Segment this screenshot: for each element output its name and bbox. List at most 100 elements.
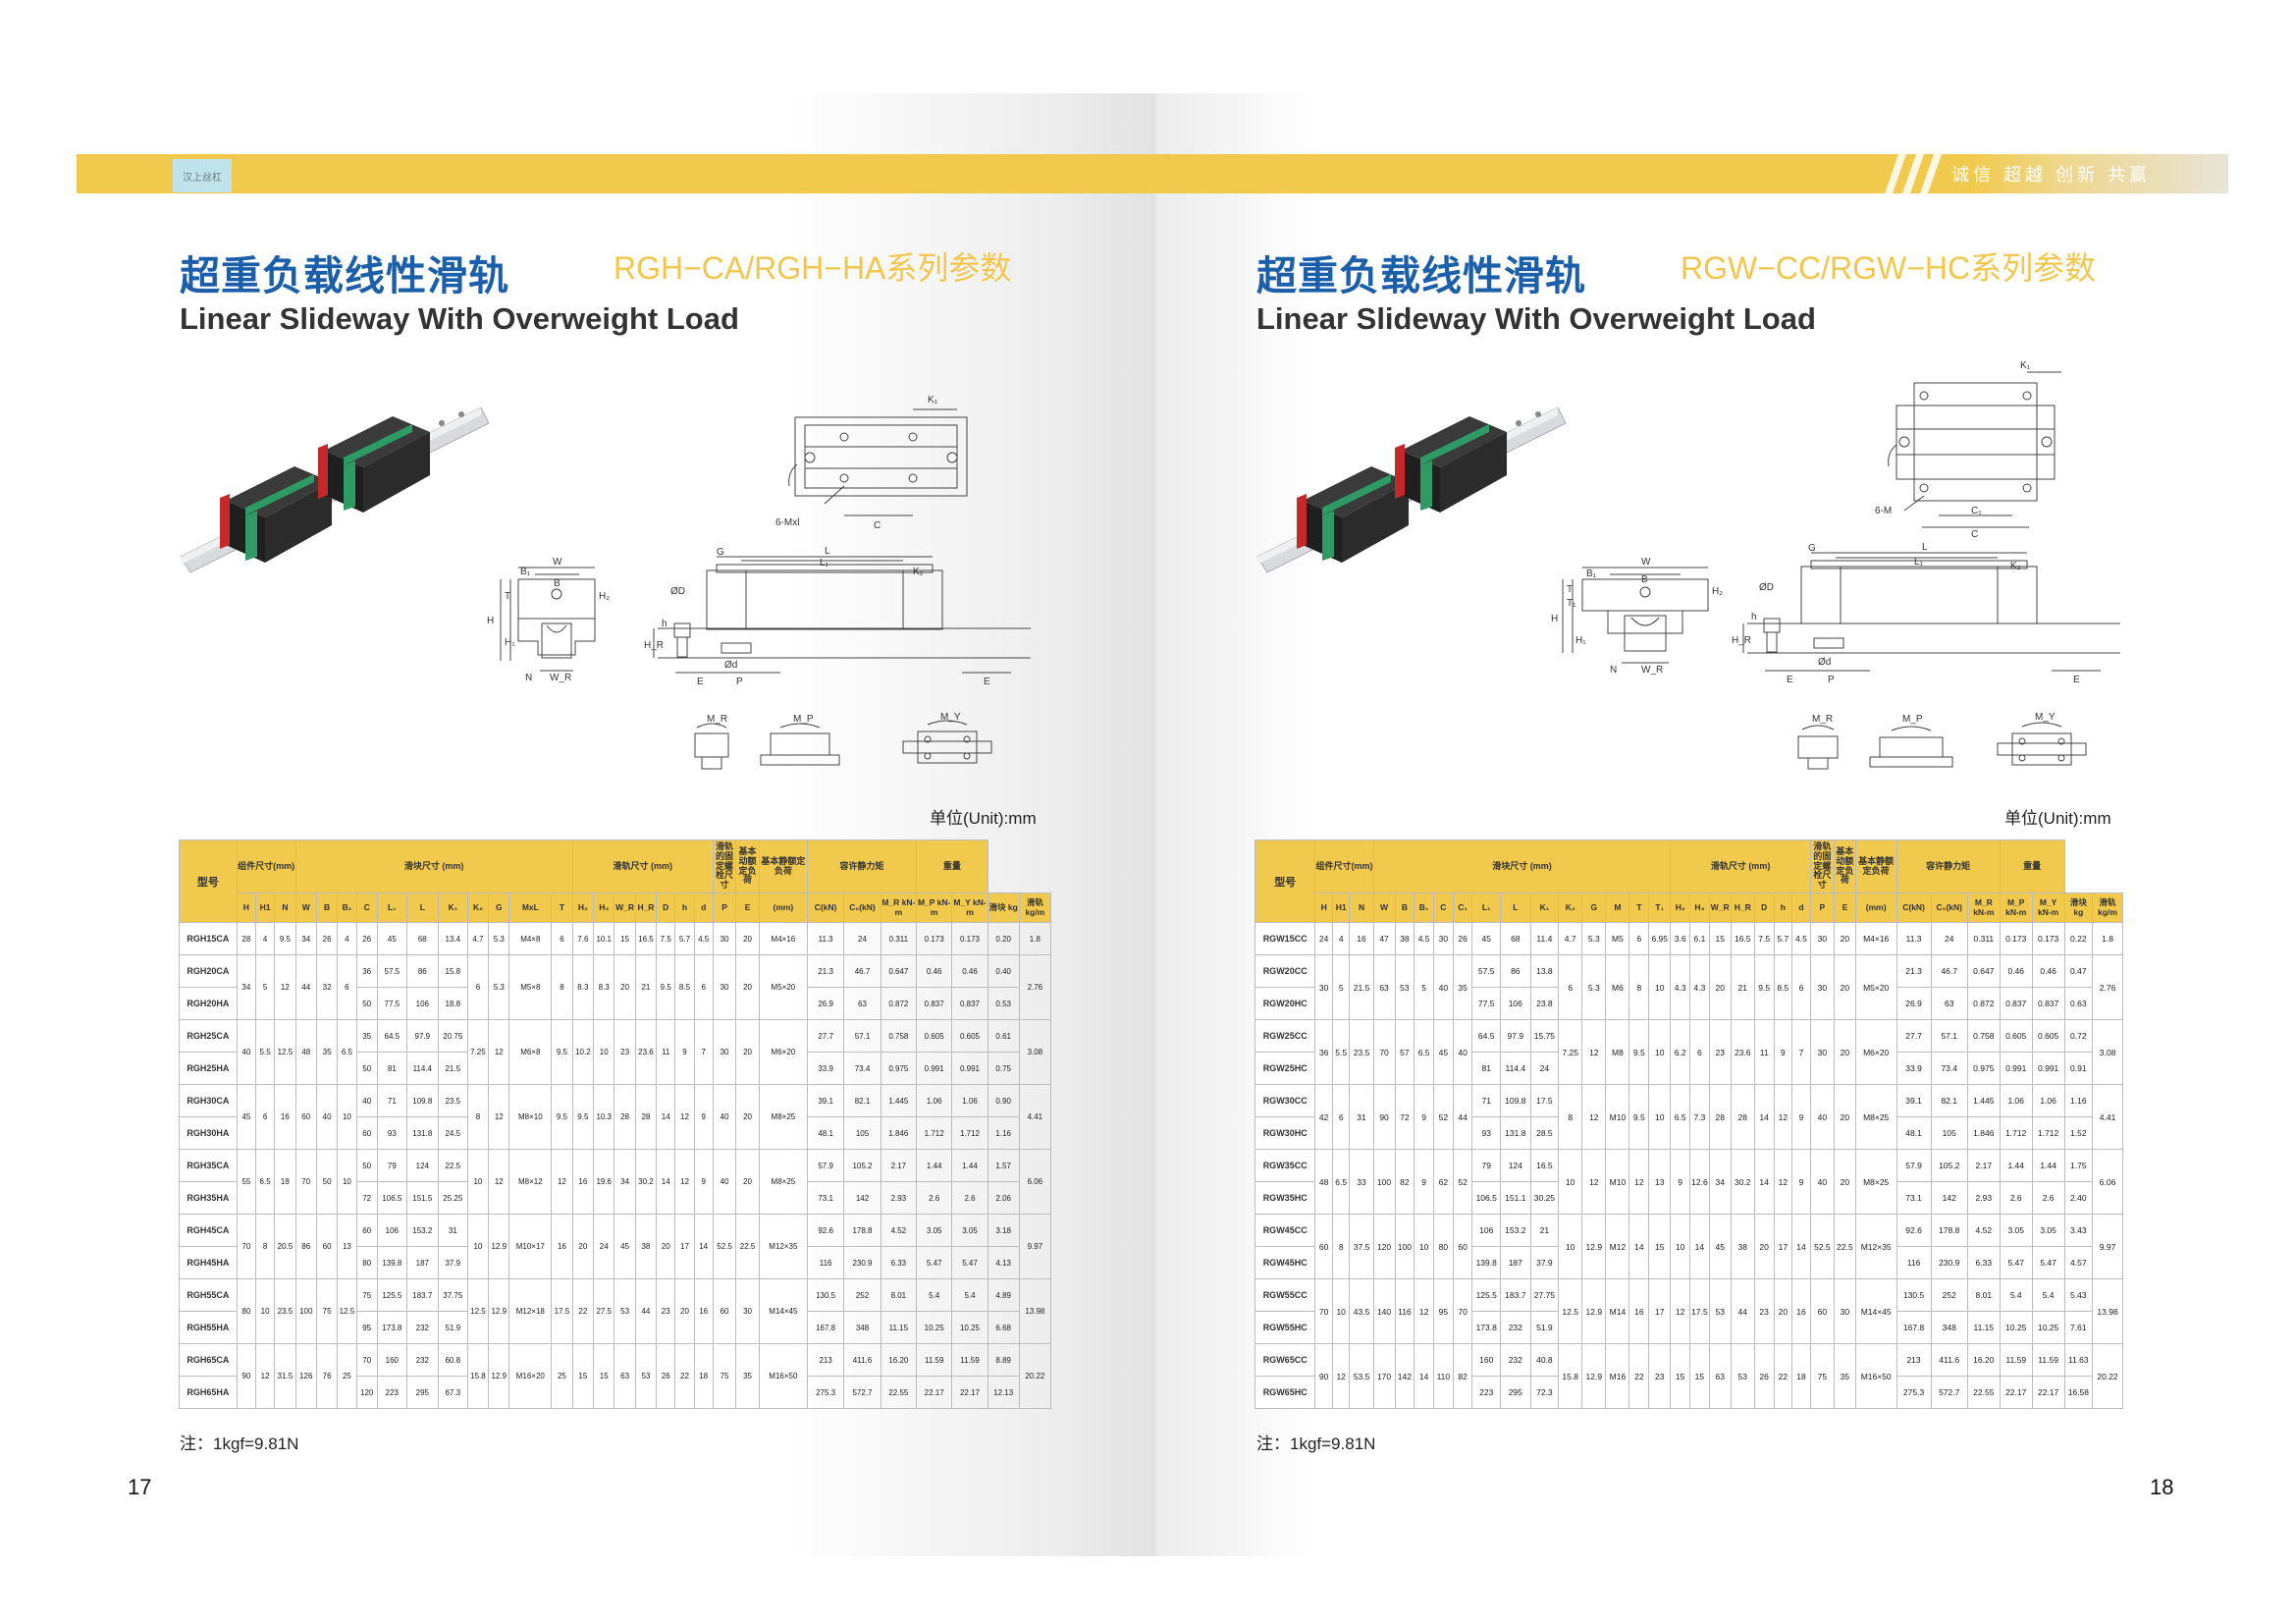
rail-size-header: 滑轨尺寸 (mm) [1670, 839, 1811, 893]
table-cell: M5 [1605, 922, 1630, 955]
table-cell: 100 [294, 1278, 317, 1344]
table-cell: 25.25 [437, 1181, 468, 1215]
table-cell: 57.5 [376, 954, 407, 988]
assembly-size-header: 组件尺寸(mm) [1314, 839, 1374, 893]
table-cell: 131.8 [405, 1116, 439, 1150]
table-cell: 82 [1394, 1149, 1415, 1215]
table-cell: 24 [1314, 922, 1333, 955]
table-cell: 1.06 [916, 1084, 953, 1117]
table-cell: 71 [1471, 1084, 1501, 1117]
right-label-wr: W_R [1641, 665, 1663, 676]
table-cell: 20 [735, 1019, 760, 1085]
table-cell: 18 [1791, 1343, 1811, 1409]
rail-bolt-header: 滑轨的固定螺栓尺寸 [712, 839, 737, 893]
table-cell: 9.5 [1753, 954, 1775, 1020]
table-cell: 12.5 [1558, 1278, 1583, 1344]
table-cell: 109.8 [1499, 1084, 1531, 1117]
model-cell: RGH30HA [179, 1116, 238, 1150]
table-cell: 5.4 [2031, 1278, 2065, 1312]
table-cell: 63 [614, 1343, 636, 1409]
table-cell: 32 [315, 954, 339, 1020]
table-cell: 4.7 [466, 922, 490, 955]
table-cell: 19.6 [593, 1149, 615, 1215]
table-cell: 23 [1753, 1278, 1775, 1344]
table-cell: 10 [466, 1214, 490, 1279]
weight-header: 重量 [1999, 839, 2065, 893]
column-header: G [488, 893, 510, 923]
left-label-hr: H_R [644, 640, 664, 651]
table-cell: 178.8 [1930, 1214, 1968, 1247]
table-cell: 173.8 [1471, 1311, 1501, 1344]
table-cell: 45 [236, 1084, 256, 1150]
table-cell: 1.8 [1018, 922, 1052, 955]
table-cell: 114.4 [1499, 1052, 1531, 1085]
table-cell: 23 [656, 1278, 676, 1344]
right-label-od-small: Ød [1818, 657, 1831, 668]
table-cell: 51.9 [1529, 1311, 1560, 1344]
table-cell: 23.5 [437, 1084, 468, 1117]
table-cell: 22.55 [1966, 1376, 2001, 1409]
table-cell: M10 [1605, 1149, 1630, 1215]
left-label-k2: K₂ [913, 567, 924, 577]
right-label-c: C [1971, 529, 1978, 540]
column-header: H₃ [593, 893, 615, 923]
table-cell: 20 [614, 954, 636, 1020]
table-cell: 0.173 [2031, 922, 2065, 955]
table-cell: 11.59 [2031, 1343, 2065, 1377]
table-cell: 46.7 [1930, 954, 1968, 988]
table-cell: 572.7 [843, 1376, 881, 1409]
table-cell: 10.25 [916, 1311, 953, 1344]
table-cell: 2.76 [2092, 954, 2123, 1020]
table-cell: 12.9 [1581, 1214, 1607, 1279]
table-cell: 9 [1670, 1149, 1691, 1215]
table-cell: 0.46 [1999, 954, 2033, 988]
left-label-l1: L₁ [820, 558, 829, 568]
column-header: B [1394, 893, 1415, 923]
table-cell: 2.6 [951, 1181, 988, 1215]
table-cell: 90 [236, 1343, 256, 1409]
table-cell: 22.55 [880, 1376, 918, 1409]
table-cell: 38 [634, 1214, 658, 1279]
table-cell: 140 [1372, 1278, 1396, 1344]
table-cell: 6.06 [2092, 1149, 2123, 1215]
table-cell: 20 [1773, 1278, 1793, 1344]
table-cell: 12 [488, 1019, 510, 1085]
table-cell: 3.05 [916, 1214, 953, 1247]
table-cell: 12.9 [1581, 1278, 1607, 1344]
table-cell: 11.63 [2063, 1343, 2094, 1377]
table-cell: 12 [674, 1084, 695, 1150]
table-cell: 37.5 [1349, 1214, 1374, 1279]
model-cell: RGW35CC [1254, 1149, 1316, 1182]
table-cell: 21.5 [437, 1052, 468, 1085]
table-cell: 1.712 [2031, 1116, 2065, 1150]
table-cell: 24 [1529, 1052, 1560, 1085]
table-cell: 15.75 [1529, 1019, 1560, 1053]
table-cell: 20 [1753, 1214, 1775, 1279]
left-label-g: G [717, 547, 724, 558]
table-cell: 142 [1394, 1343, 1415, 1409]
column-header: H₃ [1689, 893, 1710, 923]
table-cell: M16×20 [508, 1343, 553, 1409]
table-cell: 28 [1708, 1084, 1732, 1150]
table-cell: 13 [1648, 1149, 1672, 1215]
table-cell: 10 [1648, 1019, 1672, 1085]
table-cell: 34 [294, 922, 317, 955]
table-cell: 1.57 [987, 1149, 1020, 1182]
table-cell: 5.5 [1331, 1019, 1351, 1085]
table-cell: 22.17 [951, 1376, 988, 1409]
table-cell: M4×16 [758, 922, 808, 955]
table-cell: 151.5 [405, 1181, 439, 1215]
table-cell: 7.6 [571, 922, 595, 955]
column-header: 滑轨 kg/m [2092, 893, 2123, 923]
table-cell: 16.20 [880, 1343, 918, 1377]
table-cell: 30 [1833, 1278, 1856, 1344]
column-header: (mm) [758, 893, 808, 923]
table-cell: 68 [405, 922, 439, 955]
table-cell: 40 [712, 1084, 737, 1150]
